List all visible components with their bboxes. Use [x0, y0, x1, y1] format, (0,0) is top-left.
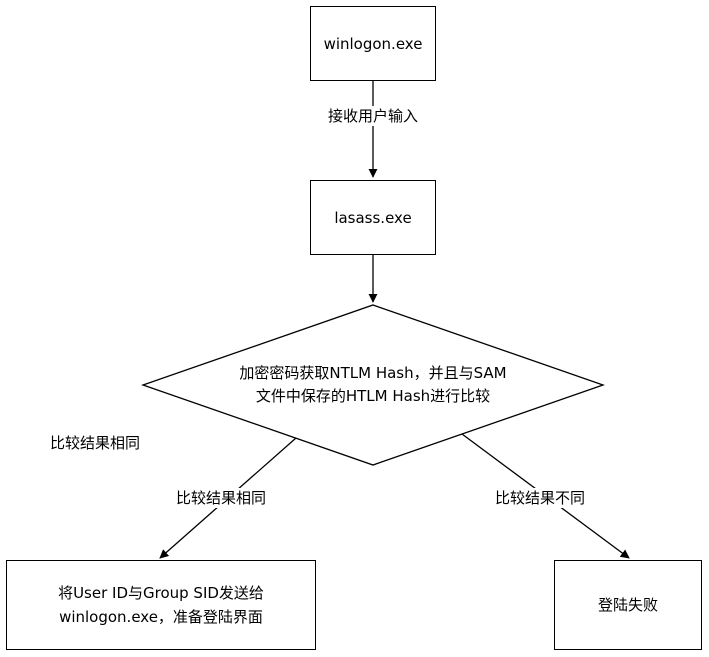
edge-label-receive-input: 接收用户输入 — [321, 106, 425, 126]
compare-diamond — [141, 304, 605, 466]
lsass-label: lasass.exe — [334, 208, 412, 227]
lsass-node: lasass.exe — [310, 180, 436, 255]
success-label-line2: winlogon.exe，准备登陆界面 — [59, 608, 263, 626]
edge-label-different: 比较结果不同 — [495, 488, 586, 508]
winlogon-label: winlogon.exe — [323, 34, 423, 53]
success-node: 将User ID与Group SID发送给 winlogon.exe，准备登陆界… — [6, 560, 316, 650]
compare-label-line2: 文件中保存的HTLM Hash进行比较 — [255, 387, 491, 405]
success-label-line1: 将User ID与Group SID发送给 — [58, 584, 264, 602]
edge-label-same: 比较结果相同 — [176, 488, 267, 508]
failure-label: 登陆失败 — [597, 596, 658, 614]
failure-node: 登陆失败 — [554, 560, 702, 650]
compare-label: 加密密码获取NTLM Hash，并且与SAM 文件中保存的HTLM Hash进行… — [203, 362, 543, 408]
free-label-same: 比较结果相同 — [50, 434, 141, 452]
compare-label-line1: 加密密码获取NTLM Hash，并且与SAM — [239, 364, 507, 382]
winlogon-node: winlogon.exe — [310, 6, 436, 81]
